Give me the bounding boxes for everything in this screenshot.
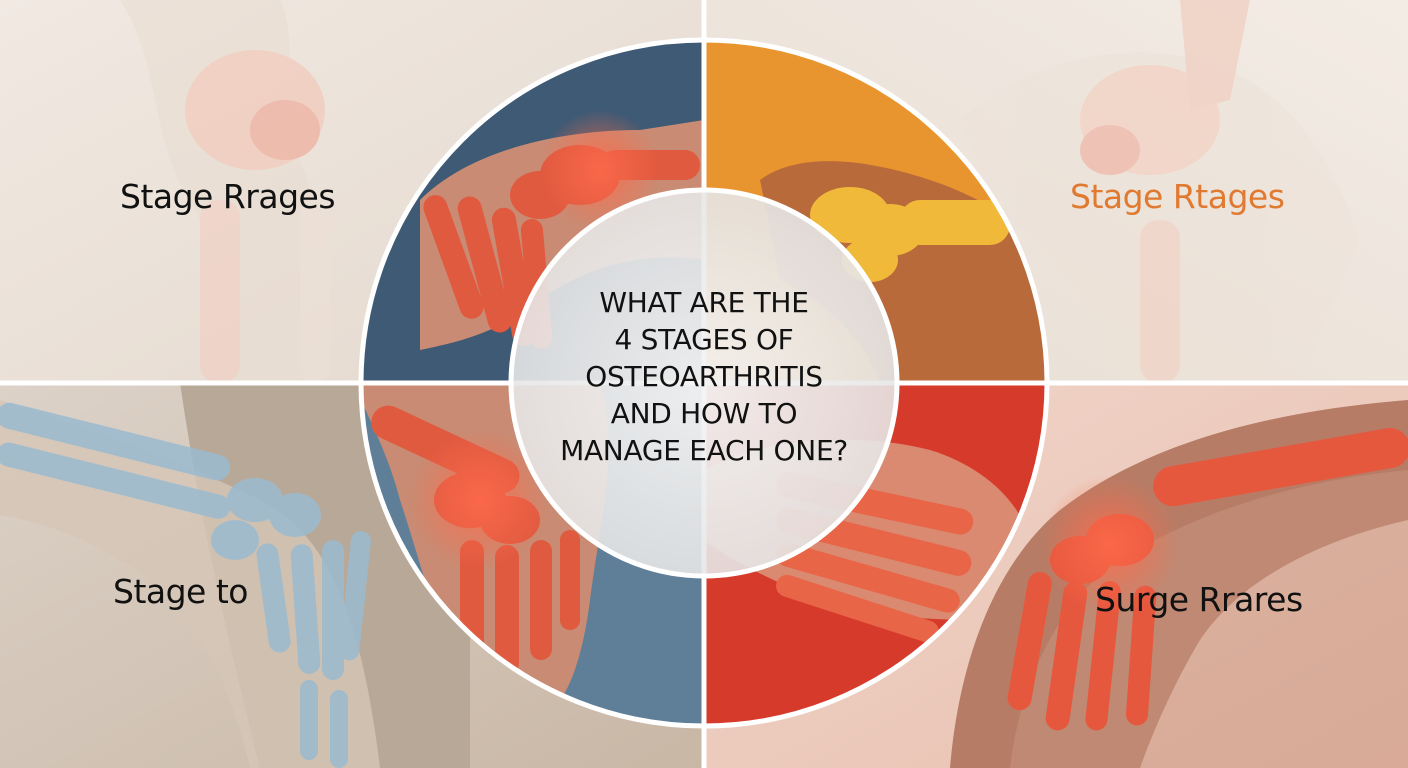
title-line: 4 STAGES OF (614, 322, 794, 356)
title-line: OSTEOARTHRITIS (585, 359, 823, 393)
stage-label-top-left: Stage Rrages (120, 177, 336, 216)
title-line: MANAGE EACH ONE? (560, 433, 848, 467)
hand-joints-icon (960, 0, 1360, 383)
hand-inflamed-icon (950, 400, 1408, 768)
center-title: WHAT ARE THE 4 STAGES OF OSTEOARTHRITIS … (512, 214, 896, 538)
center-disc (508, 187, 900, 579)
title-line: AND HOW TO (610, 396, 798, 430)
knee-joint-icon (120, 0, 330, 383)
stage-label-bottom-right: Surge Rrares (1095, 580, 1303, 619)
stage-label-top-right: Stage Rtages (1070, 177, 1285, 216)
circle-hand-top-right (760, 161, 1047, 383)
central-circle (361, 40, 1047, 726)
circle-hand-top-left (420, 110, 704, 350)
stage-label-bottom-left: Stage to (113, 572, 248, 611)
title-line: WHAT ARE THE (599, 285, 809, 319)
